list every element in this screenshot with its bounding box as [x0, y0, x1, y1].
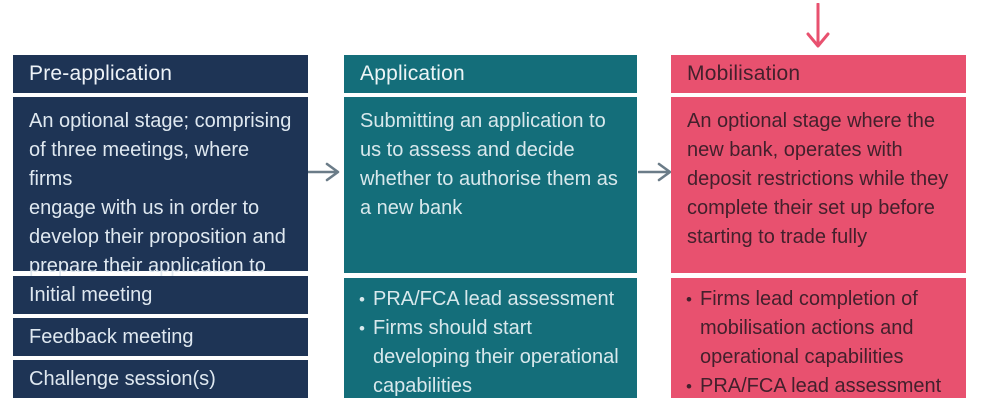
stage-title-pre-application: Pre-application	[13, 55, 308, 93]
stage-item-feedback-meeting: Feedback meeting	[13, 318, 308, 356]
stage-item-challenge-sessions: Challenge session(s)	[13, 360, 308, 398]
stage-description-application: Submitting an application to us to asses…	[344, 97, 637, 273]
bullet-text: Firms lead completion of mobilisation ac…	[700, 288, 918, 368]
bullet-text: Firms should start developing their oper…	[373, 317, 619, 397]
bullet-item: • PRA/FCA lead assessment	[359, 285, 629, 314]
stage-column-pre-application: Pre-application An optional stage; compr…	[13, 55, 308, 398]
bullet-marker: •	[686, 377, 692, 396]
stage-title-mobilisation: Mobilisation	[671, 55, 966, 93]
stage-column-mobilisation: Mobilisation An optional stage where the…	[671, 55, 966, 398]
arrow-down-icon	[806, 3, 830, 48]
arrow-right-icon	[638, 162, 672, 182]
stage-bullet-list-application: • PRA/FCA lead assessment • Firms should…	[344, 278, 637, 398]
bullet-item: • Firms should start developing their op…	[359, 314, 629, 401]
stage-title-application: Application	[344, 55, 637, 93]
bullet-item: • Firms lead completion of mobilisation …	[686, 285, 958, 372]
stage-bullet-list-mobilisation: • Firms lead completion of mobilisation …	[671, 278, 966, 398]
bullet-marker: •	[359, 290, 365, 309]
stage-description-pre-application: An optional stage; comprising of three m…	[13, 97, 308, 306]
stage-description-mobilisation: An optional stage where the new bank, op…	[671, 97, 966, 273]
bullet-item: • PRA/FCA lead assessment	[686, 372, 958, 401]
bullet-text: PRA/FCA lead assessment	[700, 375, 942, 397]
stage-column-application: Application Submitting an application to…	[344, 55, 637, 398]
bullet-marker: •	[686, 290, 692, 309]
arrow-right-icon	[306, 162, 340, 182]
bullet-text: PRA/FCA lead assessment	[373, 288, 615, 310]
stage-item-initial-meeting: Initial meeting	[13, 276, 308, 314]
bullet-marker: •	[359, 319, 365, 338]
